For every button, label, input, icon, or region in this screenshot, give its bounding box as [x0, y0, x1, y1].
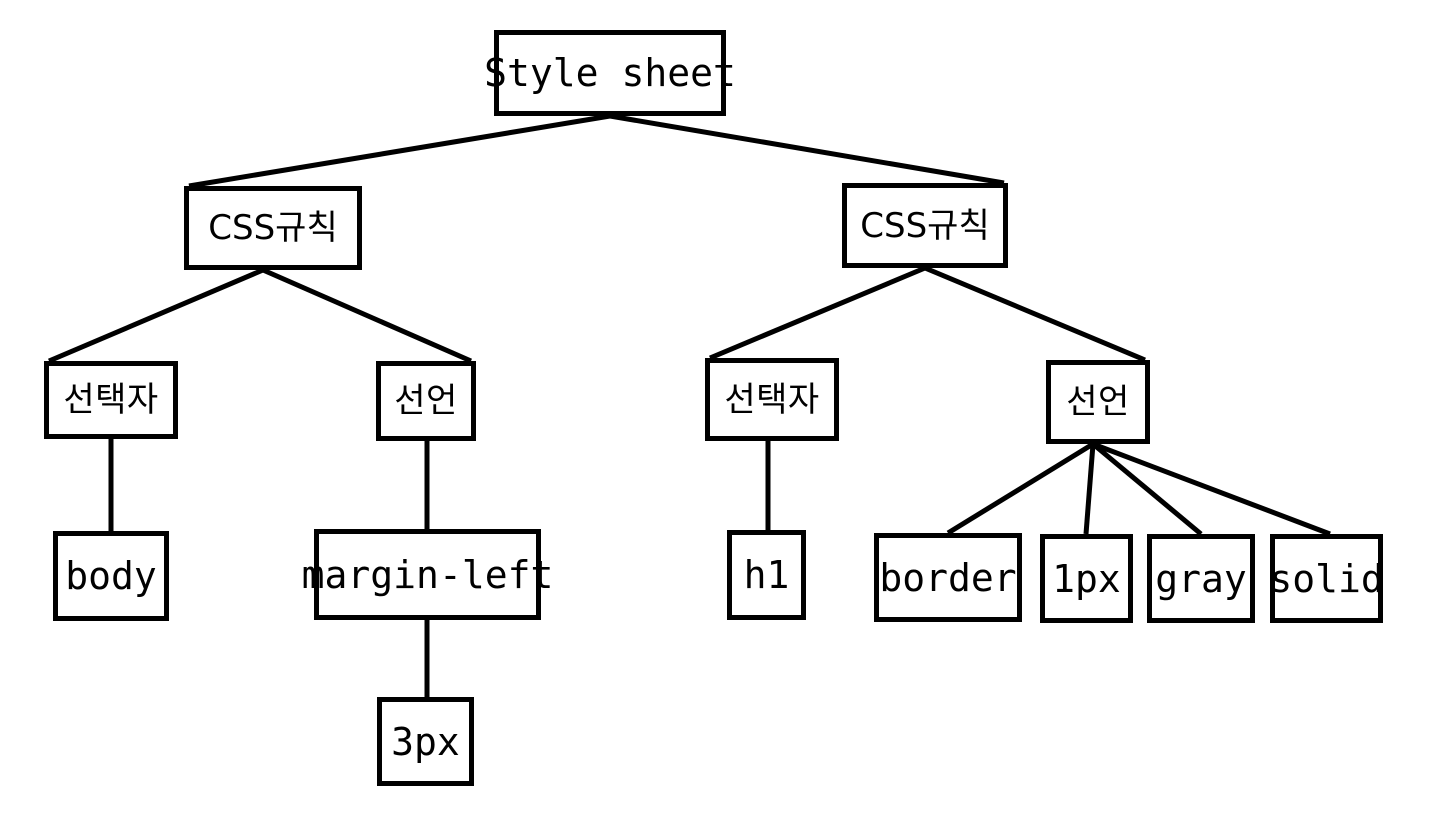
- node-label-root: Style sheet: [484, 51, 736, 95]
- node-decl2[interactable]: 선언: [1046, 360, 1150, 444]
- node-border[interactable]: border: [874, 533, 1022, 622]
- edge-rule2-to-decl2: [924, 265, 1146, 363]
- node-body[interactable]: body: [53, 531, 169, 621]
- node-label-onepx: 1px: [1052, 556, 1121, 601]
- edge-decl2-to-solid: [1092, 441, 1331, 537]
- node-threepx[interactable]: 3px: [377, 697, 474, 786]
- node-label-marginleft: margin-left: [301, 552, 554, 597]
- node-label-selector2: 선택자: [724, 379, 820, 420]
- node-gray[interactable]: gray: [1147, 534, 1255, 623]
- node-decl1[interactable]: 선언: [376, 361, 476, 441]
- edge-rule1-to-decl1: [261, 267, 473, 364]
- node-label-gray: gray: [1155, 556, 1247, 601]
- node-label-body: body: [65, 554, 157, 598]
- node-label-rule2: CSS규칙: [860, 205, 990, 246]
- node-rule1[interactable]: CSS규칙: [184, 186, 362, 270]
- edge-rule1-to-selector1: [48, 267, 264, 364]
- edge-decl2-to-gray: [1091, 442, 1203, 536]
- node-rule2[interactable]: CSS규칙: [842, 183, 1008, 268]
- node-selector1[interactable]: 선택자: [44, 361, 178, 439]
- edge-rule2-to-selector2: [709, 265, 926, 361]
- node-label-solid: solid: [1269, 556, 1384, 601]
- edge-root-to-rule1: [188, 113, 611, 189]
- node-label-selector1: 선택자: [63, 380, 159, 420]
- edge-decl2-to-border: [946, 441, 1095, 536]
- edge-decl2-to-onepx: [1083, 443, 1096, 535]
- edge-root-to-rule2: [609, 113, 1005, 186]
- node-onepx[interactable]: 1px: [1040, 534, 1133, 623]
- node-label-decl1: 선언: [394, 381, 458, 421]
- node-marginleft[interactable]: margin-left: [302, 529, 553, 620]
- node-selector2[interactable]: 선택자: [705, 358, 839, 441]
- node-label-h1: h1: [743, 553, 790, 597]
- node-h1[interactable]: h1: [727, 530, 806, 620]
- node-label-threepx: 3px: [391, 719, 460, 764]
- node-label-rule1: CSS규칙: [208, 208, 338, 248]
- node-label-border: border: [879, 555, 1017, 600]
- node-root[interactable]: Style sheet: [484, 30, 736, 116]
- node-label-decl2: 선언: [1066, 382, 1130, 422]
- node-solid[interactable]: solid: [1269, 534, 1384, 623]
